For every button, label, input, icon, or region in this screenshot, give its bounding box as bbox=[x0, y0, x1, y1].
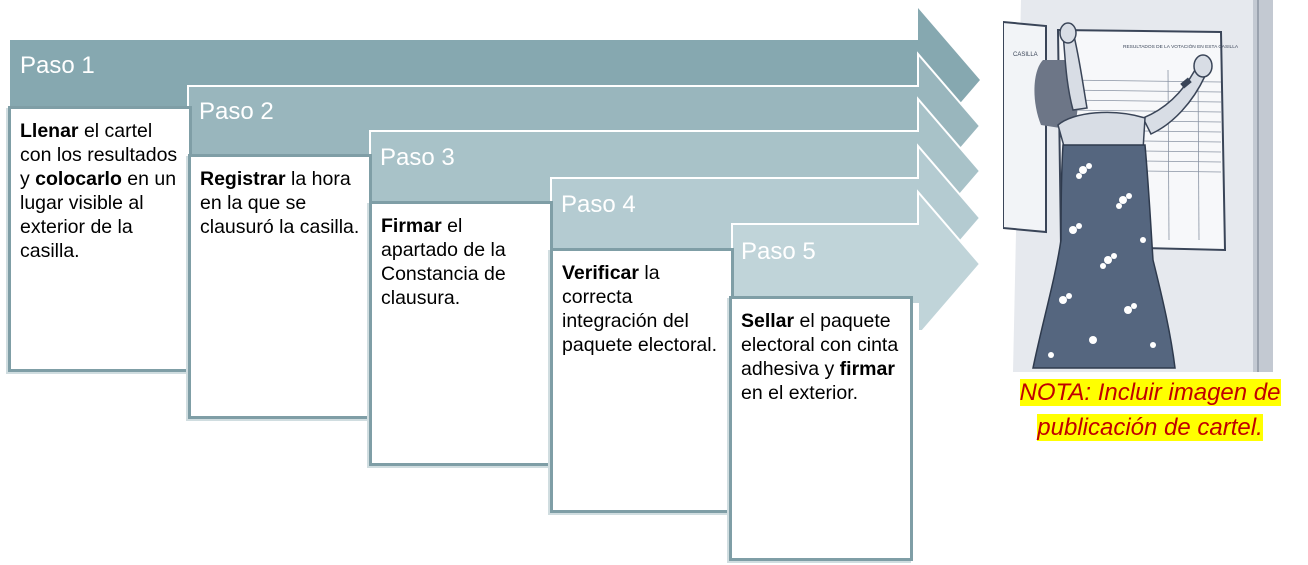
step-text: el cartel con los resultados y bbox=[20, 120, 178, 190]
step-text: en un lugar visible al exterior de la ca… bbox=[20, 168, 177, 262]
note-line-2: publicación de cartel. bbox=[1037, 414, 1263, 441]
step-text: la correcta integración del paquete elec… bbox=[562, 262, 718, 356]
step-5-title: Paso 5 bbox=[741, 238, 816, 265]
step-text: el paquete electoral con cinta adhesiva … bbox=[741, 310, 899, 380]
step-5-description: Sellar el paquete electoral con cinta ad… bbox=[729, 296, 913, 561]
poster-heading: RESULTADOS DE LA VOTACIÓN EN ESTA CASILL… bbox=[1123, 43, 1239, 50]
step-action-verb: Llenar bbox=[20, 120, 79, 142]
step-action-verb: Firmar bbox=[381, 215, 442, 237]
step-1-title: Paso 1 bbox=[20, 52, 95, 79]
step-1-description: Llenar el cartel con los resultados y co… bbox=[8, 106, 192, 372]
step-3-title: Paso 3 bbox=[380, 144, 455, 171]
step-text: el apartado de la Constancia de clausura… bbox=[381, 215, 506, 309]
step-action-verb: firmar bbox=[839, 358, 895, 380]
step-4-description: Verificar la correcta integración del pa… bbox=[550, 248, 734, 513]
note-line-1: NOTA: Incluir imagen de bbox=[1019, 379, 1281, 406]
step-action-verb: Registrar bbox=[200, 168, 286, 190]
step-2-title: Paso 2 bbox=[199, 98, 274, 125]
step-2-description: Registrar la hora en la que se clausuró … bbox=[188, 154, 372, 419]
step-action-verb: Sellar bbox=[741, 310, 795, 332]
step-text: en el exterior. bbox=[741, 382, 859, 404]
placeholder-note: NOTA: Incluir imagen de publicación de c… bbox=[994, 375, 1306, 445]
poster-illustration: CASILLA RESULTADOS DE LA VOTACIÓN EN EST… bbox=[1003, 0, 1273, 372]
step-4-title: Paso 4 bbox=[561, 191, 636, 218]
step-action-verb: Verificar bbox=[562, 262, 639, 284]
step-text: la hora en la que se clausuró la casilla… bbox=[200, 168, 360, 238]
poster-left-label: CASILLA bbox=[1013, 52, 1038, 58]
step-action-verb: colocarlo bbox=[35, 168, 122, 190]
step-3-description: Firmar el apartado de la Constancia de c… bbox=[369, 201, 553, 466]
